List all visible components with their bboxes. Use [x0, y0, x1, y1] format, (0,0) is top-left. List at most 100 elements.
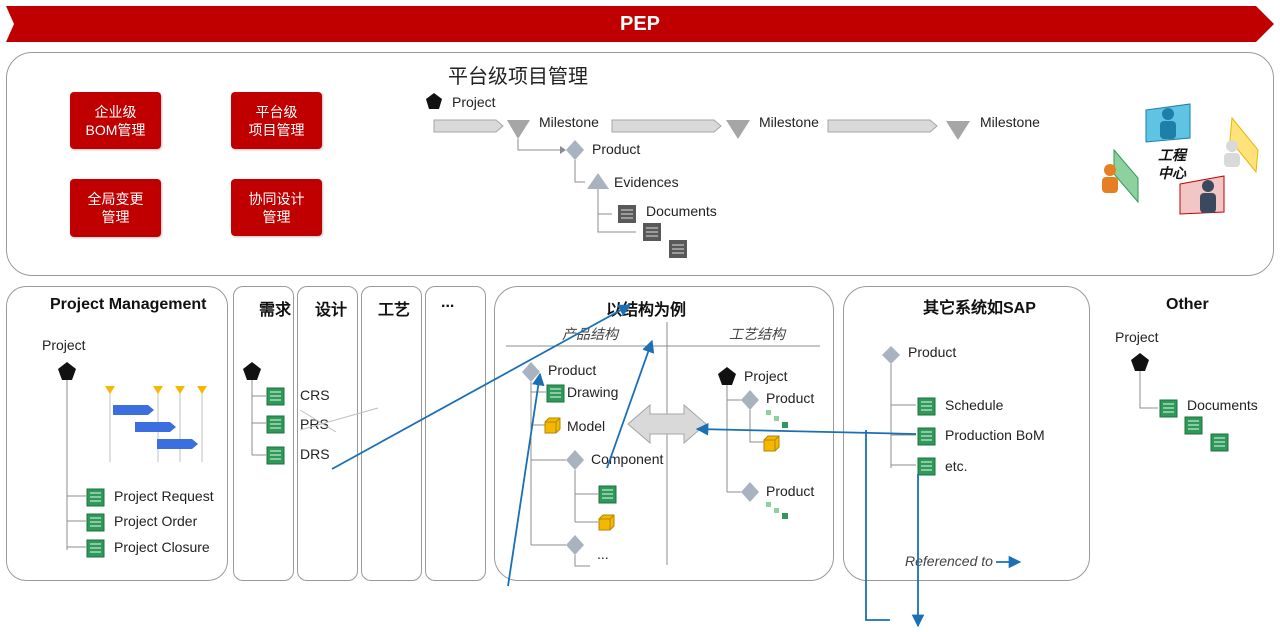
column-design: [297, 286, 358, 581]
other-doc-icon-2: [1184, 416, 1203, 435]
timeline-arrow-2: [611, 119, 722, 133]
product-structure-header: 产品结构: [562, 326, 618, 342]
global-change-line2: 管理: [101, 209, 130, 225]
milestone-label-2: Milestone: [759, 114, 819, 130]
column-more: [425, 286, 486, 581]
pm-request-doc-icon: [86, 488, 105, 507]
collab-design-box[interactable]: 协同设计管理: [231, 179, 322, 236]
os-production-bom-label: Production BoM: [945, 427, 1045, 443]
os-etc-doc-icon: [917, 457, 936, 476]
timeline-arrow-3: [827, 119, 938, 133]
pm-closure-doc-icon: [86, 539, 105, 558]
column-requirements: [233, 286, 294, 581]
referenced-to-label: Referenced to: [905, 553, 993, 569]
flow-product-label: Product: [592, 141, 641, 157]
proc-product1-label: Product: [766, 390, 815, 406]
crs-doc-icon: [266, 387, 285, 406]
flow-evidences-label: Evidences: [614, 174, 679, 190]
pep-banner: PEP: [6, 6, 1274, 42]
milestone-triangle-3: [946, 121, 970, 140]
project-management-title: Project Management: [50, 296, 207, 313]
ref-arrow-component: [606, 339, 655, 469]
engineering-center-line2: 中心: [1158, 165, 1186, 181]
drs-doc-icon: [266, 446, 285, 465]
ps-product-label: Product: [548, 362, 597, 378]
milestone-label-1: Milestone: [539, 114, 599, 130]
pm-item-closure: Project Closure: [114, 539, 210, 555]
engineering-center-icon: [1102, 103, 1259, 215]
pm-item-order: Project Order: [114, 513, 198, 529]
prs-doc-icon: [266, 415, 285, 434]
proc-project-pentagon-icon: [718, 367, 736, 385]
enterprise-bom-line1: 企业级: [94, 103, 137, 120]
req-project-pentagon-icon: [243, 362, 261, 380]
platform-project-title: 平台级项目管理: [448, 66, 588, 88]
enterprise-bom-line2: BOM管理: [85, 121, 146, 138]
collab-design-line1: 协同设计: [248, 190, 305, 207]
column-requirements-label: 需求: [259, 302, 292, 319]
proc-product1-cube-icon: [763, 435, 780, 452]
global-change-line1: 全局变更: [87, 191, 144, 207]
pm-project-label: Project: [42, 337, 86, 353]
os-schedule-doc-icon: [917, 397, 936, 416]
crs-label: CRS: [300, 387, 330, 403]
platform-project-box[interactable]: 平台级项目管理: [231, 92, 322, 149]
ps-ellipsis-label: ...: [597, 546, 609, 562]
global-change-box[interactable]: 全局变更管理: [70, 179, 161, 237]
product-diamond-icon: [566, 140, 584, 160]
ref-arrow-drawing: [507, 372, 545, 587]
ref-line-bom-down: [865, 430, 890, 621]
pm-item-request: Project Request: [114, 488, 214, 504]
banner-arrow-shape: [6, 6, 1274, 42]
ref-arrow-drs: [331, 304, 632, 470]
gantt-chart-icon: [105, 386, 207, 462]
os-schedule-label: Schedule: [945, 397, 1004, 413]
ps-drawing-label: Drawing: [567, 384, 619, 400]
drs-label: DRS: [300, 446, 330, 462]
ps-product-diamond-icon: [522, 362, 540, 382]
doc-icon-1: [618, 205, 636, 223]
proc-product2-label: Product: [766, 483, 815, 499]
ps-model-cube-icon: [544, 417, 561, 434]
milestone-triangle-1: [507, 120, 530, 139]
column-more-label: ...: [441, 294, 455, 311]
proc-project-label: Project: [744, 368, 788, 384]
ps-component-cube-icon: [598, 514, 615, 531]
other-doc-icon-1: [1159, 399, 1178, 418]
other-project-pentagon-icon: [1131, 353, 1149, 371]
platform-project-panel: [6, 52, 1274, 276]
flow-project-label: Project: [452, 94, 496, 110]
engineering-center-line1: 工程: [1158, 147, 1186, 163]
os-product-diamond-icon: [882, 346, 900, 364]
ps-component-diamond-icon: [566, 450, 584, 470]
milestone-triangle-2: [726, 120, 750, 139]
platform-project-line1: 平台级: [255, 103, 298, 120]
column-process-label: 工艺: [378, 302, 411, 319]
pm-project-pentagon-icon: [58, 362, 76, 380]
timeline-arrow-1: [433, 119, 504, 133]
os-etc-label: etc.: [945, 458, 968, 474]
column-design-label: 设计: [315, 302, 348, 319]
doc-icon-2: [643, 223, 661, 241]
process-structure-header: 工艺结构: [729, 326, 785, 342]
project-pentagon-icon: [426, 93, 442, 109]
other-doc-icon-3: [1210, 433, 1229, 452]
ps-component-doc-icon: [598, 485, 617, 504]
column-process: [361, 286, 422, 581]
other-title: Other: [1166, 296, 1209, 313]
banner-title: PEP: [619, 13, 661, 35]
flow-documents-label: Documents: [646, 203, 717, 219]
milestone-label-3: Milestone: [980, 114, 1040, 130]
pm-order-doc-icon: [86, 513, 105, 532]
other-documents-label: Documents: [1187, 397, 1258, 413]
project-management-panel: [6, 286, 228, 581]
collab-design-line2: 管理: [262, 208, 291, 225]
proc-product2-diamond-icon: [741, 482, 759, 502]
ps-drawing-doc-icon: [546, 384, 565, 403]
ref-arrow-bom: [695, 422, 917, 436]
doc-icon-3: [669, 240, 687, 258]
ps-model-label: Model: [567, 418, 606, 434]
